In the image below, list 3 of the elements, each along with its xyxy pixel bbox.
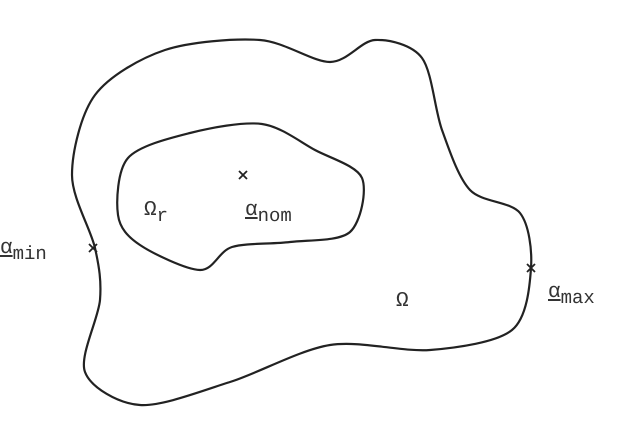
region-outline bbox=[114, 120, 366, 274]
region-label: Ω bbox=[396, 291, 409, 312]
region-outline bbox=[68, 36, 535, 409]
